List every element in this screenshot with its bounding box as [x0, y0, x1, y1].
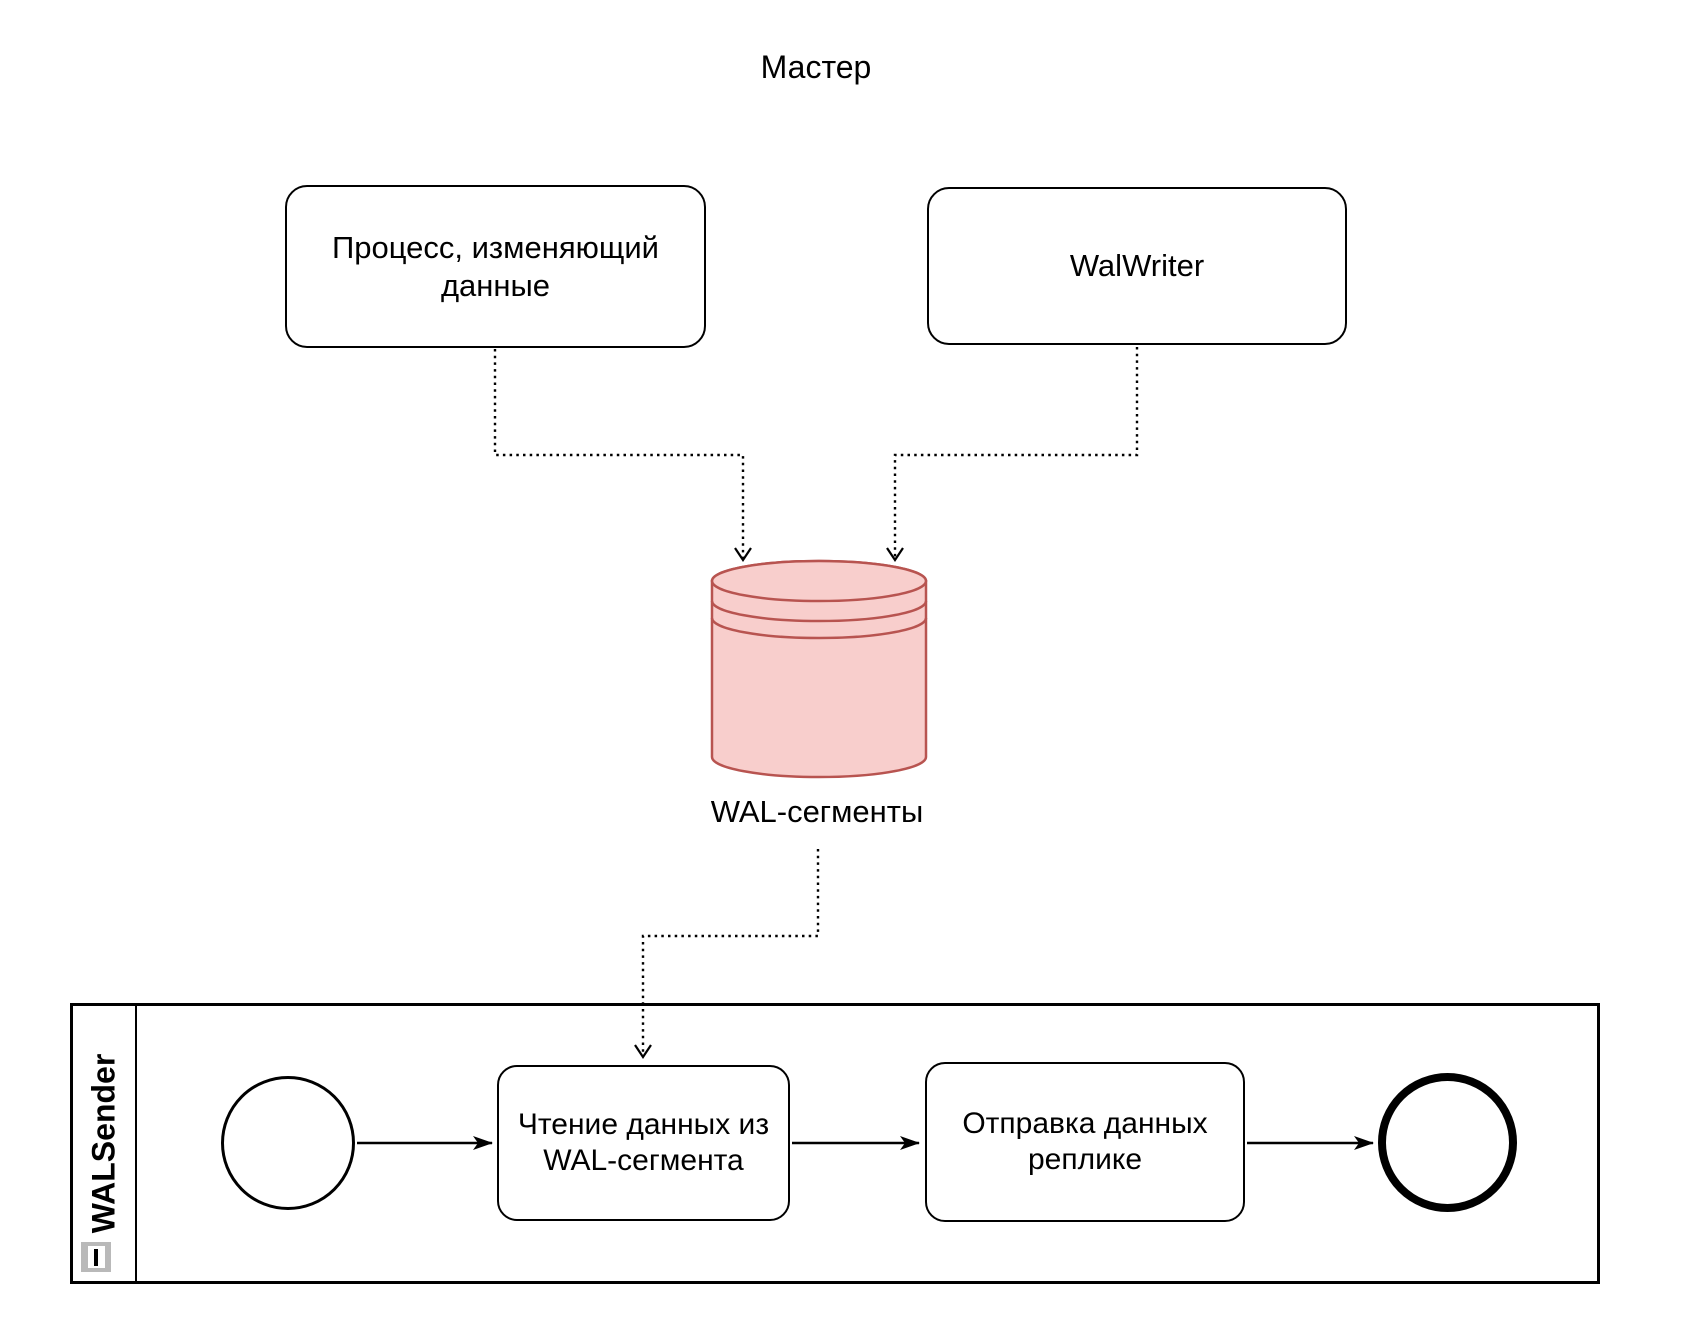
message-flow-process-to-wal	[493, 349, 752, 562]
walsender-lane-header: WALSender	[73, 1006, 137, 1281]
message-flow-walwriter-to-wal	[886, 347, 1139, 562]
send-to-replica-task-label: Отправка данных реплике	[962, 1107, 1208, 1176]
wal-segments-cylinder-icon	[710, 559, 928, 779]
read-wal-task-label: Чтение данных из WAL-сегмента	[517, 1108, 770, 1177]
lane-marker-icon	[81, 1242, 111, 1272]
cylinder-ring-1	[710, 600, 928, 623]
cylinder-ring-2	[710, 617, 928, 640]
walwriter-label: WalWriter	[1069, 248, 1205, 284]
end-event-circle	[1378, 1073, 1517, 1212]
wal-segments-label: WAL-сегменты	[710, 794, 924, 829]
start-event-circle	[221, 1076, 355, 1210]
send-to-replica-task: Отправка данных реплике	[925, 1062, 1245, 1222]
diagram-title: Мастер	[760, 49, 872, 85]
cylinder-body	[710, 559, 928, 779]
process-modifying-data-node: Процесс, изменяющий данные	[285, 185, 706, 348]
process-modifying-data-label: Процесс, изменяющий данные	[331, 230, 659, 303]
lane-marker-inner	[87, 1246, 105, 1268]
walwriter-node: WalWriter	[927, 187, 1347, 345]
cylinder-top-rim	[710, 559, 928, 603]
read-wal-task: Чтение данных из WAL-сегмента	[497, 1065, 790, 1221]
walsender-lane-title: WALSender	[85, 1053, 122, 1234]
lane-marker-bar	[93, 1248, 99, 1266]
